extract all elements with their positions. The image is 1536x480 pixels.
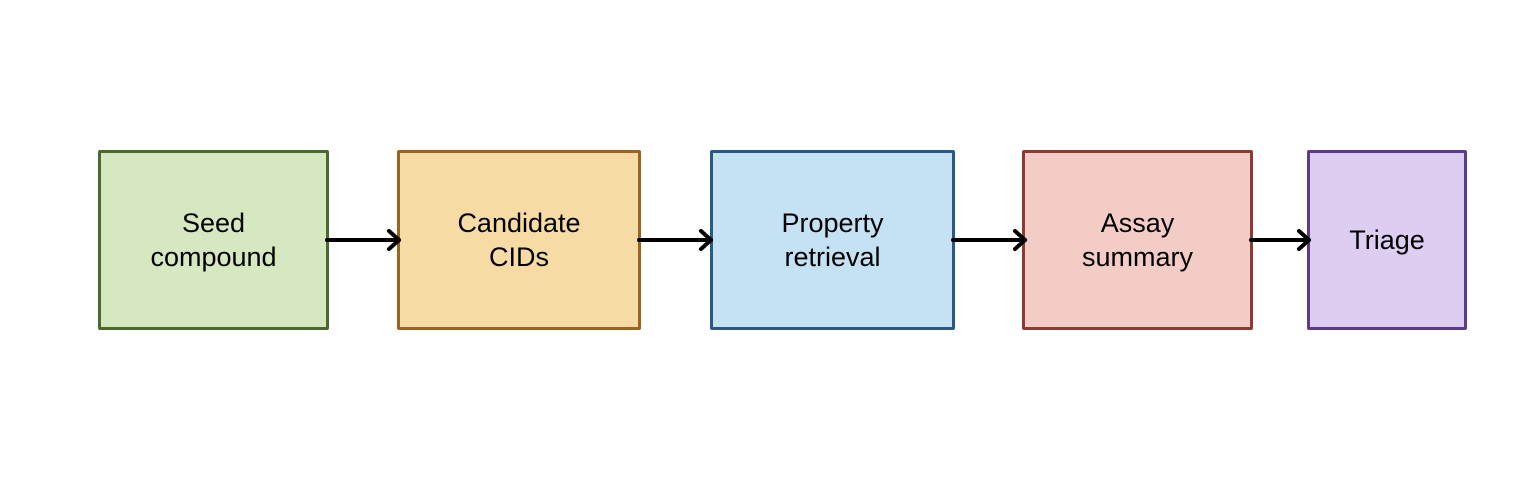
arrow-seed-to-candidates [325, 229, 401, 251]
arrow-property-to-assay [951, 229, 1027, 251]
node-label-assay-summary: Assay summary [1081, 208, 1193, 272]
arrow-assay-to-triage [1249, 229, 1311, 251]
node-candidate-cids: Candidate CIDs [397, 150, 641, 330]
arrow-candidates-to-property [637, 229, 713, 251]
node-label-property-retrieval: Property retrieval [781, 208, 884, 272]
node-property-retrieval: Property retrieval [710, 150, 955, 330]
node-triage: Triage [1307, 150, 1467, 330]
node-seed-compound: Seed compound [98, 150, 329, 330]
node-assay-summary: Assay summary [1022, 150, 1253, 330]
node-label-seed-compound: Seed compound [150, 208, 277, 272]
node-label-triage: Triage [1349, 225, 1425, 255]
node-label-candidate-cids: Candidate CIDs [457, 208, 581, 272]
